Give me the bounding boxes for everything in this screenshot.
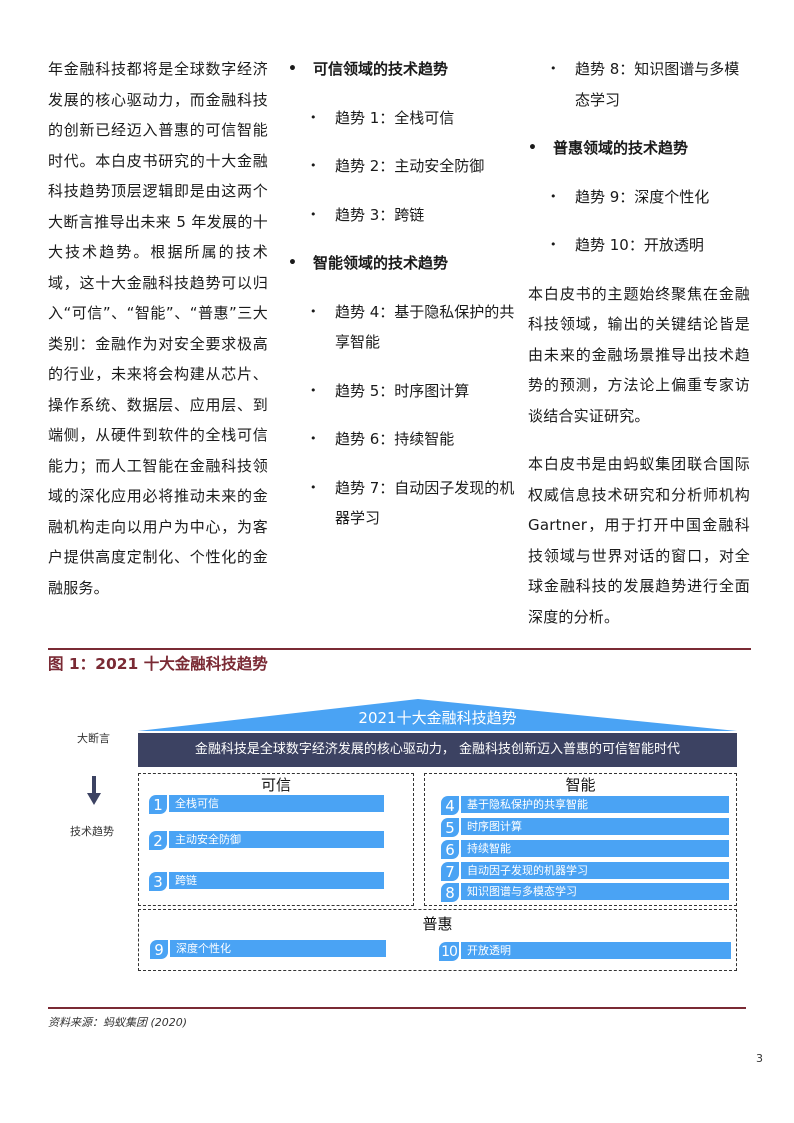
trend-item-label: 深度个性化 xyxy=(170,940,386,957)
authors-paragraph: 本白皮书是由蚂蚁集团联合国际权威信息技术研究和分析师机构 Gartner，用于打… xyxy=(528,455,750,626)
trend-item-5: 5 时序图计算 xyxy=(441,818,729,837)
bullet-icon: • xyxy=(288,61,297,77)
trend-item-label: 知识图谱与多模态学习 xyxy=(461,883,729,900)
trend-list-item: • 趋势 5：时序图计算 xyxy=(288,376,518,407)
trend-number-badge: 6 xyxy=(441,840,459,859)
trend-item-9: 9 深度个性化 xyxy=(150,940,386,959)
group-box-inclusive: 普惠 9 深度个性化 10 开放透明 xyxy=(138,909,737,971)
figure-bottom-rule xyxy=(48,1007,746,1009)
trend-list-item: • 趋势 9：深度个性化 xyxy=(528,182,750,213)
trend-item-4: 4 基于隐私保护的共享智能 xyxy=(441,796,729,815)
trend-item-label: 主动安全防御 xyxy=(169,831,384,848)
trend-list-item: • 趋势 1：全栈可信 xyxy=(288,103,518,134)
roof-label: 2021十大金融科技趋势 xyxy=(358,709,517,727)
bullet-icon: • xyxy=(310,159,317,172)
trend-number-badge: 5 xyxy=(441,818,459,837)
trend-item-label: 自动因子发现的机器学习 xyxy=(461,862,729,879)
trend-item-1: 1 全栈可信 xyxy=(149,795,384,814)
bullet-icon: • xyxy=(310,480,317,494)
trend-label: 技术趋势 xyxy=(70,825,114,838)
trend-number-badge: 10 xyxy=(439,942,459,961)
trend-item-label: 全栈可信 xyxy=(169,795,384,812)
arrow-down-icon xyxy=(87,776,101,805)
intro-paragraph: 年金融科技都将是全球数字经济发展的核心驱动力，而金融科技的创新已经迈入普惠的可信… xyxy=(48,60,268,597)
assertion-label: 大断言 xyxy=(77,732,110,745)
group-title-trusted: 可信 xyxy=(260,776,291,794)
bullet-icon: • xyxy=(310,207,317,221)
group-title-intelligent: 智能 xyxy=(565,776,596,794)
trend-item-10: 10 开放透明 xyxy=(439,942,731,961)
trend-number-badge: 3 xyxy=(149,872,167,891)
body-column-2: • 可信领域的技术趋势 • 趋势 1：全栈可信 • 趋势 2：主动安全防御 • … xyxy=(288,54,518,552)
trend-item-8: 8 知识图谱与多模态学习 xyxy=(441,883,729,902)
trend-number-badge: 2 xyxy=(149,831,167,850)
bullet-icon: • xyxy=(528,140,537,156)
bullet-icon: • xyxy=(310,383,317,397)
scope-paragraph: 本白皮书的主题始终聚焦在金融科技领域，输出的关键结论皆是由未来的金融场景推导出技… xyxy=(528,284,750,425)
trend-item-3: 3 跨链 xyxy=(149,872,384,891)
bullet-icon: • xyxy=(550,62,557,75)
bullet-icon: • xyxy=(550,189,557,203)
figure-source: 资料来源：蚂蚁集团 (2020) xyxy=(48,1016,188,1029)
trend-number-badge: 1 xyxy=(149,795,167,814)
figure-title: 图 1：2021 十大金融科技趋势 xyxy=(48,655,268,673)
trend-number-badge: 7 xyxy=(441,862,459,881)
trend-list-item: • 趋势 6：持续智能 xyxy=(288,424,518,455)
body-column-3: • 趋势 8：知识图谱与多模态学习 • 普惠领域的技术趋势 • 趋势 9：深度个… xyxy=(528,54,750,650)
roof-shape xyxy=(138,699,737,731)
bullet-icon: • xyxy=(310,304,317,318)
trend-group-heading-intelligent: • 智能领域的技术趋势 xyxy=(288,248,518,279)
trend-list-item: • 趋势 8：知识图谱与多模态学习 xyxy=(528,54,750,115)
trend-item-6: 6 持续智能 xyxy=(441,840,729,859)
body-column-1: 年金融科技都将是全球数字经济发展的核心驱动力，而金融科技的创新已经迈入普惠的可信… xyxy=(48,54,268,621)
trend-item-label: 持续智能 xyxy=(461,840,729,857)
figure-top-rule xyxy=(48,648,751,650)
page-number: 3 xyxy=(756,1052,763,1065)
trend-number-badge: 4 xyxy=(441,796,459,815)
bullet-icon: • xyxy=(310,110,317,124)
trend-group-heading-inclusive: • 普惠领域的技术趋势 xyxy=(528,133,750,164)
trend-list-item: • 趋势 4：基于隐私保护的共享智能 xyxy=(288,297,518,358)
trend-group-heading-trusted: • 可信领域的技术趋势 xyxy=(288,54,518,85)
trend-item-label: 开放透明 xyxy=(461,942,731,959)
trend-item-label: 基于隐私保护的共享智能 xyxy=(461,796,729,813)
bullet-icon: • xyxy=(288,255,297,271)
trend-item-2: 2 主动安全防御 xyxy=(149,831,384,850)
trend-item-7: 7 自动因子发现的机器学习 xyxy=(441,862,729,881)
trend-list-item: • 趋势 7：自动因子发现的机器学习 xyxy=(288,473,518,534)
trend-list-item: • 趋势 3：跨链 xyxy=(288,200,518,231)
trend-list-item: • 趋势 2：主动安全防御 xyxy=(288,151,518,182)
assertion-banner: 金融科技是全球数字经济发展的核心驱动力， 金融科技创新迈入普惠的可信智能时代 xyxy=(138,733,737,767)
trend-item-label: 时序图计算 xyxy=(461,818,729,835)
group-box-intelligent: 智能 4 基于隐私保护的共享智能 5 时序图计算 6 持续智能 7 自动因子发现… xyxy=(424,773,737,906)
trend-number-badge: 8 xyxy=(441,883,459,902)
group-box-trusted: 可信 1 全栈可信 2 主动安全防御 3 跨链 xyxy=(138,773,414,906)
trend-number-badge: 9 xyxy=(150,940,168,959)
bullet-icon: • xyxy=(310,432,317,445)
trend-item-label: 跨链 xyxy=(169,872,384,889)
trend-list-item: • 趋势 10：开放透明 xyxy=(528,230,750,261)
group-title-inclusive: 普惠 xyxy=(422,915,453,933)
bullet-icon: • xyxy=(550,238,557,251)
